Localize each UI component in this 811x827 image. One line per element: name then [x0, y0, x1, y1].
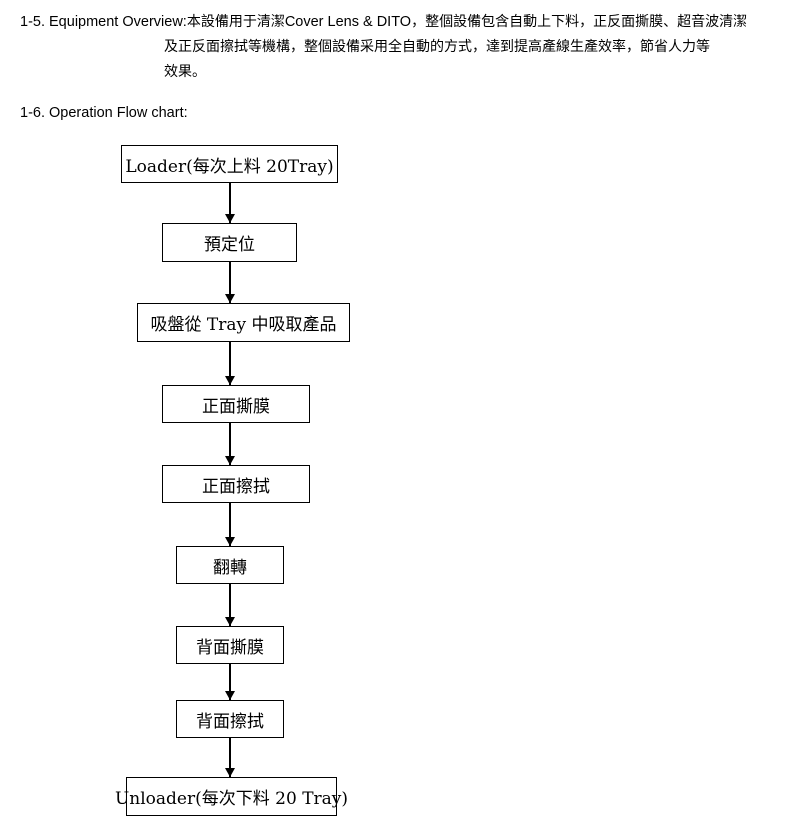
flow-node-loader[interactable]: Loader(每次上料 20Tray)	[121, 145, 338, 183]
overview-label: 1-5. Equipment Overview:	[20, 14, 187, 30]
flow-node-flip[interactable]: 翻轉	[176, 546, 284, 584]
flow-node-back-peel[interactable]: 背面撕膜	[176, 626, 284, 664]
arrow-head-icon	[224, 617, 235, 626]
arrow-head-icon	[224, 537, 235, 546]
connector-stem	[229, 738, 231, 777]
connector-stem	[229, 584, 231, 626]
overview-line-1-cjk-head: 本設備用于清潔	[186, 14, 285, 30]
connector-stem	[229, 342, 231, 385]
flow-node-back-wipe[interactable]: 背面擦拭	[176, 700, 284, 738]
overview-line-3-text: 效果。	[164, 64, 206, 80]
connector-stem	[229, 664, 231, 700]
overview-line-1-cjk-tail: ，整個設備包含自動上下料，正反面撕膜、超音波清潔	[411, 14, 748, 30]
overview-line-1-latin: Cover Lens & DITO	[284, 14, 412, 30]
arrow-head-icon	[224, 691, 235, 700]
arrow-head-icon	[224, 768, 235, 777]
connector-stem	[229, 503, 231, 546]
operation-flow-chart-heading: 1-6. Operation Flow chart:	[20, 105, 188, 121]
equipment-overview-section: 1-5. Equipment Overview:本設備用于清潔Cover Len…	[20, 10, 795, 85]
overview-line-2-text: 及正反面擦拭等機構，整個設備采用全自動的方式，達到提高產線生產效率，節省人力等	[164, 39, 710, 55]
overview-line-2: 及正反面擦拭等機構，整個設備采用全自動的方式，達到提高產線生產效率，節省人力等	[20, 35, 795, 60]
arrow-head-icon	[224, 456, 235, 465]
overview-line-1: 1-5. Equipment Overview:本設備用于清潔Cover Len…	[20, 10, 795, 35]
flow-node-pre-position[interactable]: 預定位	[162, 223, 297, 262]
connector-stem	[229, 183, 231, 223]
flow-node-unloader[interactable]: Unloader(每次下料 20 Tray)	[115, 777, 348, 816]
flow-node-front-peel[interactable]: 正面撕膜	[162, 385, 310, 423]
connector-stem	[229, 423, 231, 465]
arrow-head-icon	[224, 376, 235, 385]
connector-stem	[229, 262, 231, 303]
overview-line-3: 效果。	[20, 60, 795, 85]
flow-node-front-wipe[interactable]: 正面擦拭	[162, 465, 310, 503]
flow-node-suction-pickup[interactable]: 吸盤從 Tray 中吸取產品	[137, 303, 350, 342]
arrow-head-icon	[224, 214, 235, 223]
arrow-head-icon	[224, 294, 235, 303]
